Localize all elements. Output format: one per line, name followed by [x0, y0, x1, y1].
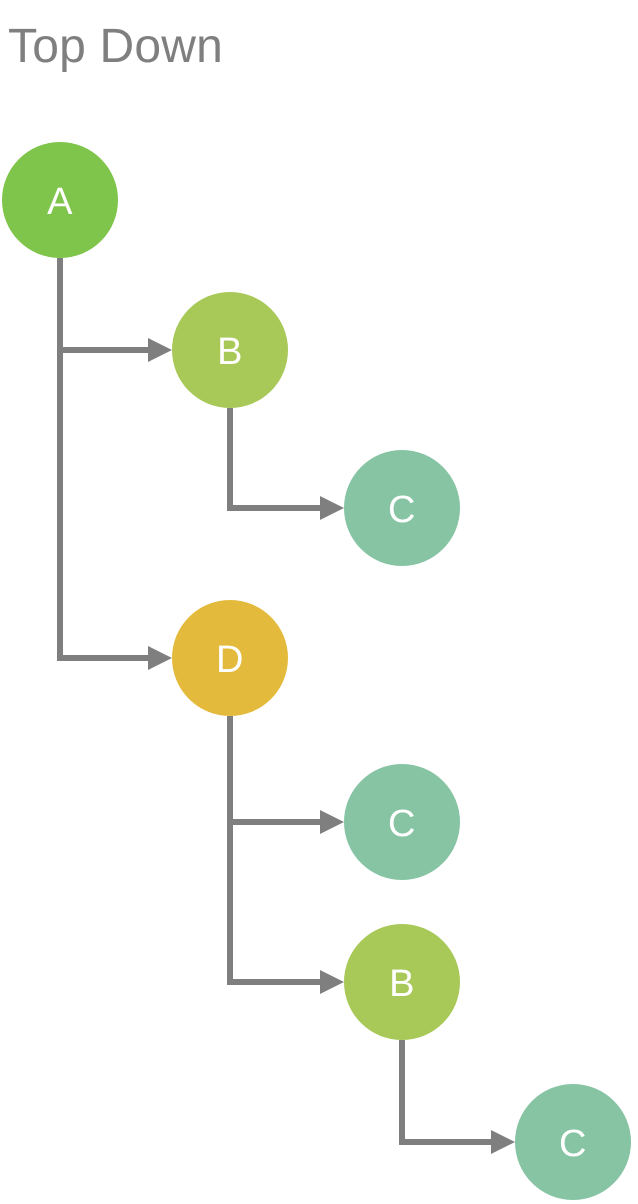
edge-b-to-c-upper-arrowhead [320, 496, 344, 520]
node-b-2-label: B [389, 963, 415, 1005]
edge-b-to-c-lower-arrowhead [491, 1130, 515, 1154]
node-a[interactable]: A [2, 142, 118, 258]
node-layer: A B C D C [2, 142, 631, 1200]
edge-d-to-c-arrowhead [320, 810, 344, 834]
node-c-2-circle[interactable] [344, 764, 460, 880]
edge-b-to-c-upper-line [227, 408, 332, 511]
node-c-3-circle[interactable] [515, 1084, 631, 1200]
edge-a-to-d [57, 258, 172, 670]
edge-d-to-b-line [227, 716, 332, 985]
node-b-2-circle[interactable] [344, 924, 460, 1040]
edge-layer [57, 258, 515, 1154]
edge-b-to-c-upper [227, 408, 344, 520]
node-d[interactable]: D [172, 600, 288, 716]
edge-a-to-d-arrowhead [148, 646, 172, 670]
node-c-2-label: C [388, 803, 416, 845]
edge-d-to-b-arrowhead [320, 970, 344, 994]
node-a-circle[interactable] [2, 142, 118, 258]
edge-b-to-c-lower [399, 1040, 515, 1154]
node-c-1-circle[interactable] [344, 450, 460, 566]
node-c-2[interactable]: C [344, 764, 460, 880]
edge-b-to-c-lower-line [399, 1040, 503, 1145]
edge-a-to-b-arrowhead [148, 338, 172, 362]
edge-a-to-d-line [57, 258, 160, 661]
node-d-label: D [216, 639, 244, 681]
edge-d-to-b [227, 716, 344, 994]
node-c-3-label: C [559, 1123, 587, 1165]
node-b-1-label: B [217, 331, 243, 373]
node-b-2[interactable]: B [344, 924, 460, 1040]
node-b-1[interactable]: B [172, 292, 288, 408]
node-c-1[interactable]: C [344, 450, 460, 566]
node-d-circle[interactable] [172, 600, 288, 716]
node-c-3[interactable]: C [515, 1084, 631, 1200]
node-a-label: A [47, 181, 73, 223]
node-b-1-circle[interactable] [172, 292, 288, 408]
page-title: Top Down [8, 20, 223, 73]
node-c-1-label: C [388, 489, 416, 531]
